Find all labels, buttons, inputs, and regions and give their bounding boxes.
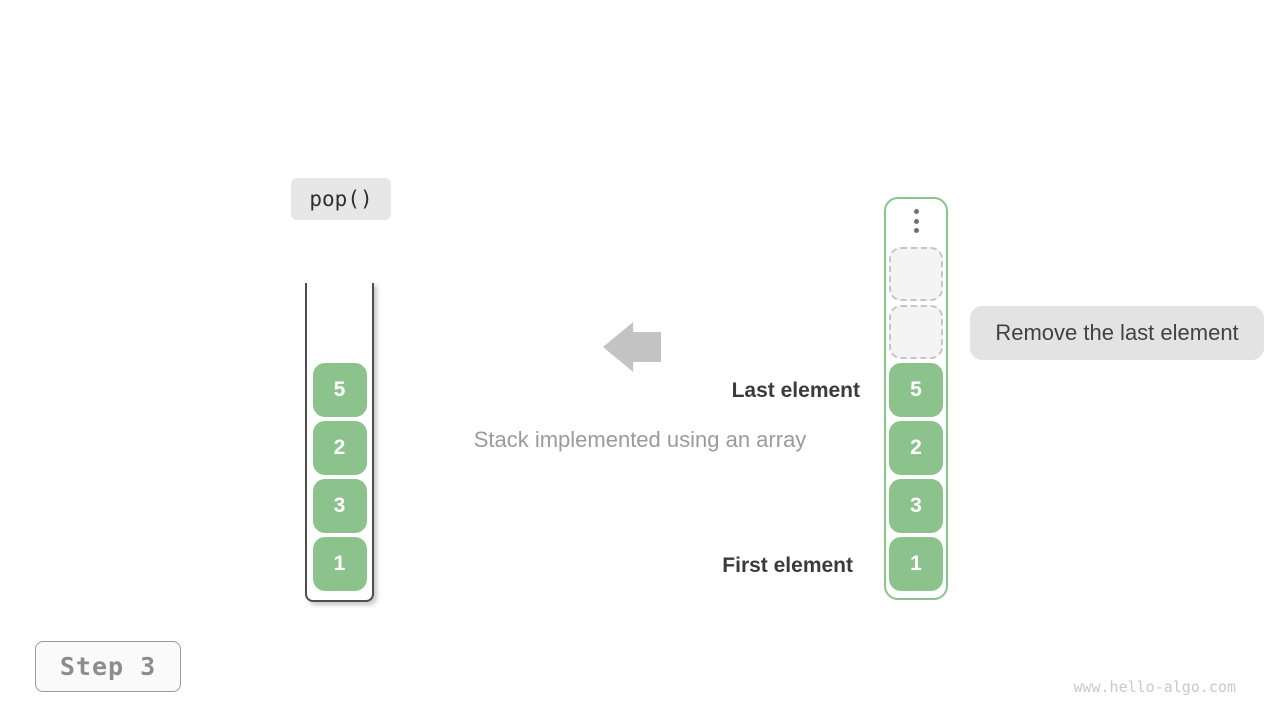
operation-label: pop() bbox=[291, 178, 391, 220]
array-cell: 5 bbox=[889, 363, 943, 417]
stack-cell: 5 bbox=[312, 363, 367, 417]
stack-cell: 2 bbox=[312, 421, 367, 475]
figure-caption: Stack implemented using an array bbox=[473, 427, 807, 452]
step-badge: Step 3 bbox=[35, 641, 181, 692]
stack-container: 5 2 3 1 bbox=[305, 283, 374, 602]
remove-note-callout: Remove the last element bbox=[970, 306, 1264, 360]
array-cell: 2 bbox=[889, 421, 943, 475]
vertical-ellipsis-icon bbox=[913, 209, 919, 233]
array-cell: 3 bbox=[889, 479, 943, 533]
first-element-label: First element bbox=[722, 554, 853, 577]
array-container: 5 2 3 1 bbox=[884, 197, 948, 600]
last-element-label: Last element bbox=[731, 379, 860, 402]
stack-cell: 3 bbox=[312, 479, 367, 533]
array-cell: 1 bbox=[889, 537, 943, 591]
arrow-left-icon bbox=[603, 322, 661, 372]
empty-slot bbox=[889, 305, 943, 359]
empty-slot bbox=[889, 247, 943, 301]
stack-cell: 1 bbox=[312, 537, 367, 591]
watermark: www.hello-algo.com bbox=[1073, 678, 1236, 696]
